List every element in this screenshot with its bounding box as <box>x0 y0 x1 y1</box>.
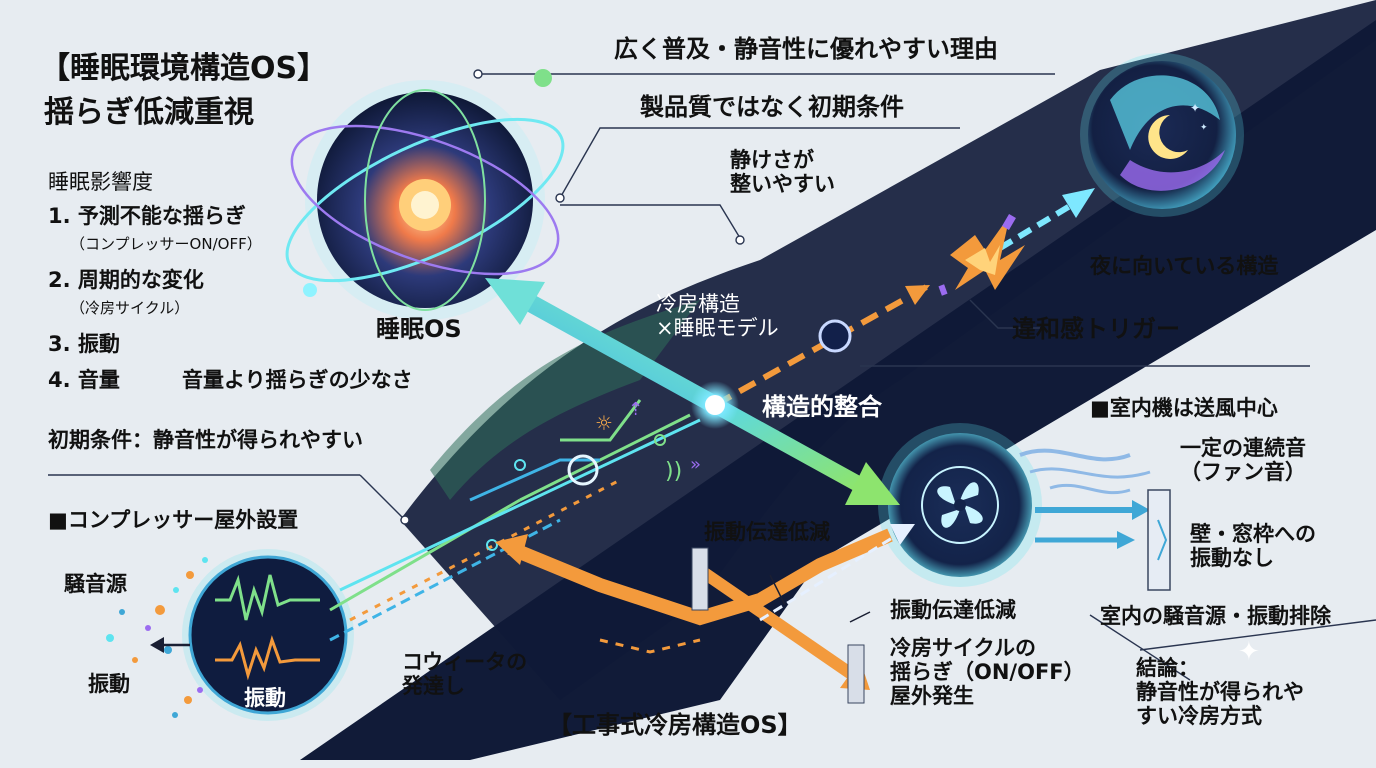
airflow-arrows <box>1019 448 1151 549</box>
influence-note-1: （コンプレッサーON/OFF） <box>70 235 262 253</box>
bottom-title: 【工事式冷房構造OS】 <box>548 711 802 739</box>
cooling-model-node <box>818 319 852 353</box>
arrow-to-fan <box>711 397 900 505</box>
fan-sound-label: 一定の連続音 （ファン音） <box>1180 436 1306 485</box>
no-vibration-label: 壁・窓枠への 振動なし <box>1190 522 1316 571</box>
structural-match-label: 構造的整合 <box>762 393 882 421</box>
influence-item-4: 4. 音量 <box>48 368 120 392</box>
sun-icon: ☼ <box>595 411 613 435</box>
cooling-model-label: 冷房構造 ×睡眠モデル <box>656 292 779 341</box>
cycle-label: 冷房サイクルの 揺らぎ（ON/OFF） 屋外発生 <box>890 636 1085 709</box>
night-structure-label: 夜に向いている構造 <box>1090 254 1279 278</box>
up-arrow-icon: ⇡ <box>628 399 643 420</box>
influence-note-2: （冷房サイクル） <box>70 299 190 317</box>
wall-panel <box>1147 489 1171 591</box>
chevrons-icon: » <box>690 454 701 475</box>
compressor-label: ■コンプレッサー屋外設置 <box>48 508 299 532</box>
influence-item-1: 1. 予測不能な揺らぎ <box>48 204 246 228</box>
vibration-left-label: 振動 <box>88 672 130 696</box>
quiet-label: 静けさが 整いやすい <box>730 148 835 197</box>
exclusion-label: 室内の騒音源・振動排除 <box>1100 604 1331 628</box>
title-line2: 揺らぎ低減重視 <box>44 95 254 130</box>
influence-remark: 音量より揺らぎの少なさ <box>182 368 413 392</box>
vibration-reduce-label-1: 振動伝達低減 <box>704 520 830 544</box>
noise-particles <box>106 557 208 718</box>
arrow-to-sleep-os <box>485 278 720 413</box>
trigger-label: 違和感トリガー <box>1012 315 1180 343</box>
trigger-burst <box>938 213 1025 296</box>
vibration-reduce-label-2: 振動伝達低減 <box>890 598 1016 622</box>
compressor-circle <box>182 549 354 721</box>
initial-quality-label: 製品質ではなく初期条件 <box>640 93 904 121</box>
svg-text:✦: ✦ <box>1200 123 1208 133</box>
sparkle-icon: ✦ <box>1238 637 1260 667</box>
influence-item-3: 3. 振動 <box>48 332 120 356</box>
damper-right <box>847 644 865 704</box>
vibration-in-circle-label: 振動 <box>244 686 286 710</box>
sleep-os-orb <box>285 69 565 320</box>
wave-icon: )) <box>665 459 682 484</box>
signal-node <box>567 454 599 486</box>
svg-text:✦: ✦ <box>1190 101 1200 115</box>
leader-lines <box>48 69 1376 681</box>
influence-heading: 睡眠影響度 <box>48 170 153 194</box>
indoor-heading: ■室内機は送風中心 <box>1090 396 1278 420</box>
reason-label: 広く普及・静音性に優れやすい理由 <box>614 35 998 63</box>
noise-source-label: 騒音源 <box>64 572 127 596</box>
moon-orb: ✦ ✦ <box>1080 53 1244 217</box>
conclusion-label: 結論： 静音性が得られや すい冷房方式 <box>1136 656 1304 729</box>
title-line1: 【睡眠環境構造OS】 <box>40 51 328 86</box>
weaver-label: コウィータの 発達し <box>402 650 528 699</box>
damper-left <box>691 547 709 611</box>
sleep-os-label: 睡眠OS <box>376 315 462 343</box>
initial-condition: 初期条件：静音性が得られやすい <box>48 428 363 452</box>
fan-indoor-unit <box>878 423 1042 587</box>
influence-item-2: 2. 周期的な変化 <box>48 268 204 292</box>
